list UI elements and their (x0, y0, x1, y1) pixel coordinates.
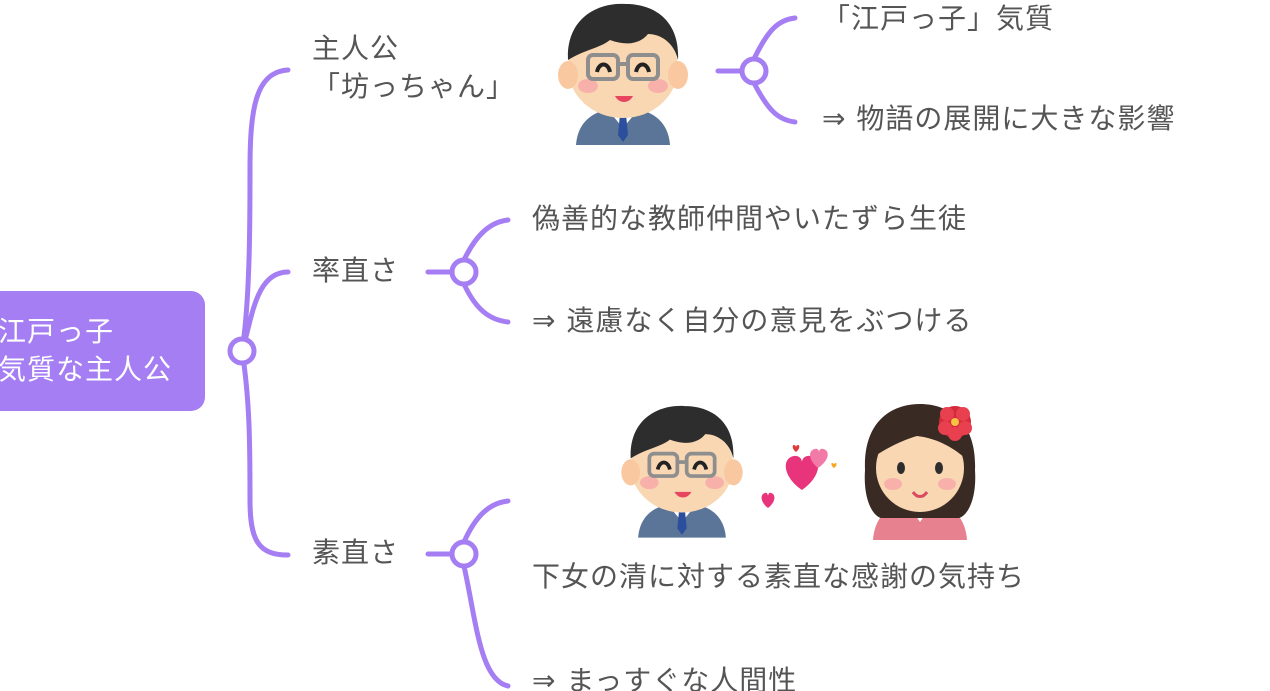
connector-branch-2-child-1 (461, 217, 511, 263)
branch-1-label: 主人公 「坊っちゃん」 (312, 30, 515, 106)
branch-2-child-1: 偽善的な教師仲間やいたずら生徒 (532, 202, 968, 235)
connector-node-branch-2 (449, 257, 479, 287)
connector-branch-1-child-2 (751, 80, 798, 125)
connector-node-branch-3 (449, 539, 479, 569)
branch-3-label: 素直さ (312, 536, 400, 569)
connector-branch-1-child-1 (751, 15, 798, 62)
connector-node-branch-1 (739, 56, 769, 86)
branch-1-child-2: ⇒ 物語の展開に大きな影響 (822, 102, 1176, 135)
man-with-glasses-illustration (558, 3, 688, 145)
root-node-line-1: 江戸っ子 (0, 315, 115, 348)
connector-root-to-branch-3 (239, 348, 291, 558)
connector-branch-2-child-2 (461, 281, 511, 325)
connector-branch-3-child-2 (461, 563, 511, 689)
woman-in-kimono-illustration (864, 404, 976, 540)
branch-1-label-line-1: 主人公 (312, 32, 400, 65)
connector-node-root (227, 336, 257, 366)
root-node: 江戸っ子 気質な主人公 (0, 291, 205, 411)
branch-3-child-2: ⇒ まっすぐな人間性 (532, 664, 798, 691)
branch-1-child-1: 「江戸っ子」気質 (822, 2, 1055, 35)
branch-2-label: 率直さ (312, 254, 400, 287)
branch-1-label-line-2: 「坊っちゃん」 (312, 70, 516, 103)
hearts-illustration (761, 445, 837, 508)
branch-2-child-2: ⇒ 遠慮なく自分の意見をぶつける (532, 304, 973, 337)
connector-branch-3-child-1 (461, 498, 511, 545)
branch-3-child-1: 下女の清に対する素直な感謝の気持ち (532, 560, 1026, 593)
connector-root-to-branch-1 (239, 67, 291, 354)
root-node-line-2: 気質な主人公 (0, 353, 173, 386)
man-with-glasses-illustration-2 (621, 405, 743, 538)
